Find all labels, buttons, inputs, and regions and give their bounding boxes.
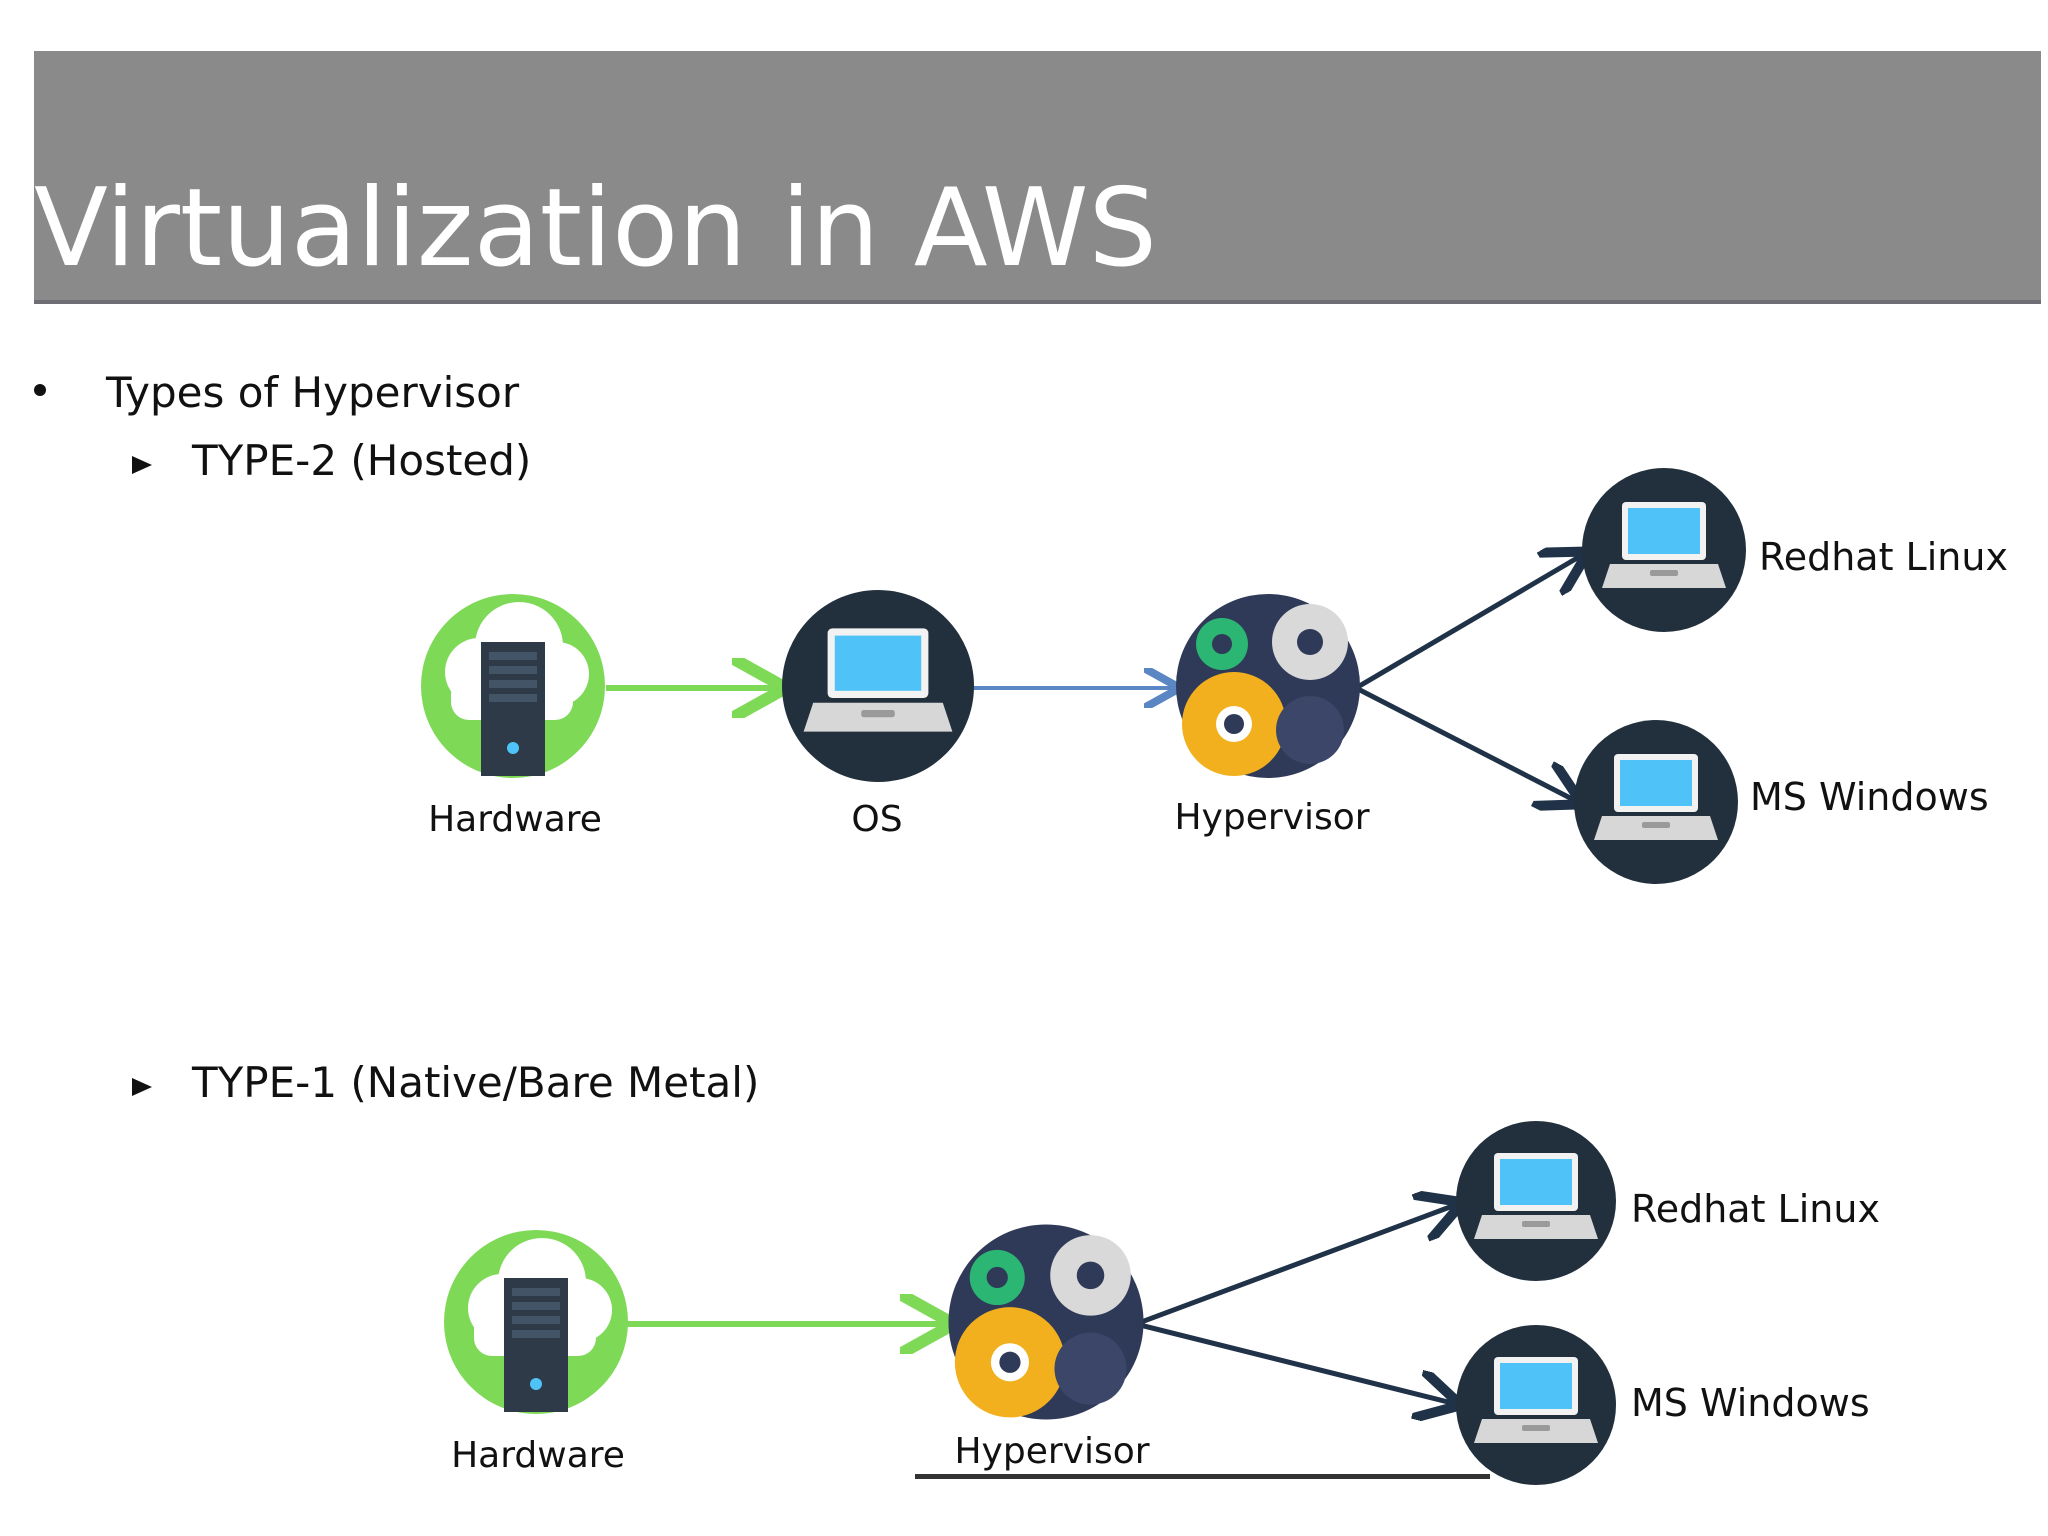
type2-arrow-hypervisor-linux	[1354, 554, 1584, 691]
type1-label-redhat-linux: Redhat Linux	[1631, 1187, 1880, 1231]
type1-arrow-hypervisor-linux	[1135, 1204, 1458, 1327]
type2-hypervisor-gears-icon	[1176, 594, 1360, 778]
type1-label-hardware: Hardware	[451, 1435, 625, 1476]
type2-label-hypervisor: Hypervisor	[1174, 797, 1370, 838]
bottom-divider-line	[915, 1474, 1490, 1479]
type2-label-os: OS	[851, 799, 903, 840]
type2-arrow-bullet-icon	[132, 456, 152, 474]
type2-windows-laptop-icon	[1574, 720, 1738, 884]
title-bar: Virtualization in AWS	[34, 51, 2041, 304]
type1-linux-laptop-icon	[1456, 1121, 1616, 1281]
type1-windows-laptop-icon	[1456, 1325, 1616, 1485]
bullet-types-of-hypervisor: Types of Hypervisor	[106, 368, 520, 417]
type2-label-ms-windows: MS Windows	[1750, 775, 1989, 819]
type1-label-ms-windows: MS Windows	[1631, 1381, 1870, 1425]
type1-arrow-hypervisor-windows	[1135, 1321, 1456, 1404]
type1-label-hypervisor: Hypervisor	[954, 1431, 1150, 1472]
type2-os-laptop-icon	[782, 590, 974, 782]
type1-hardware-server-cloud-icon	[444, 1230, 628, 1414]
type2-label-hardware: Hardware	[428, 799, 602, 840]
type2-linux-laptop-icon	[1582, 468, 1746, 632]
type1-arrow-bullet-icon	[132, 1078, 152, 1096]
type1-hypervisor-gears-icon	[948, 1224, 1144, 1420]
type2-hardware-server-cloud-icon	[421, 594, 605, 778]
type2-arrow-hypervisor-windows	[1354, 685, 1578, 802]
type2-heading: TYPE-2 (Hosted)	[192, 436, 532, 485]
type1-heading: TYPE-1 (Native/Bare Metal)	[192, 1058, 760, 1107]
type2-label-redhat-linux: Redhat Linux	[1759, 535, 2008, 579]
slide-title: Virtualization in AWS	[34, 166, 1158, 291]
bullet-dot	[34, 384, 46, 396]
